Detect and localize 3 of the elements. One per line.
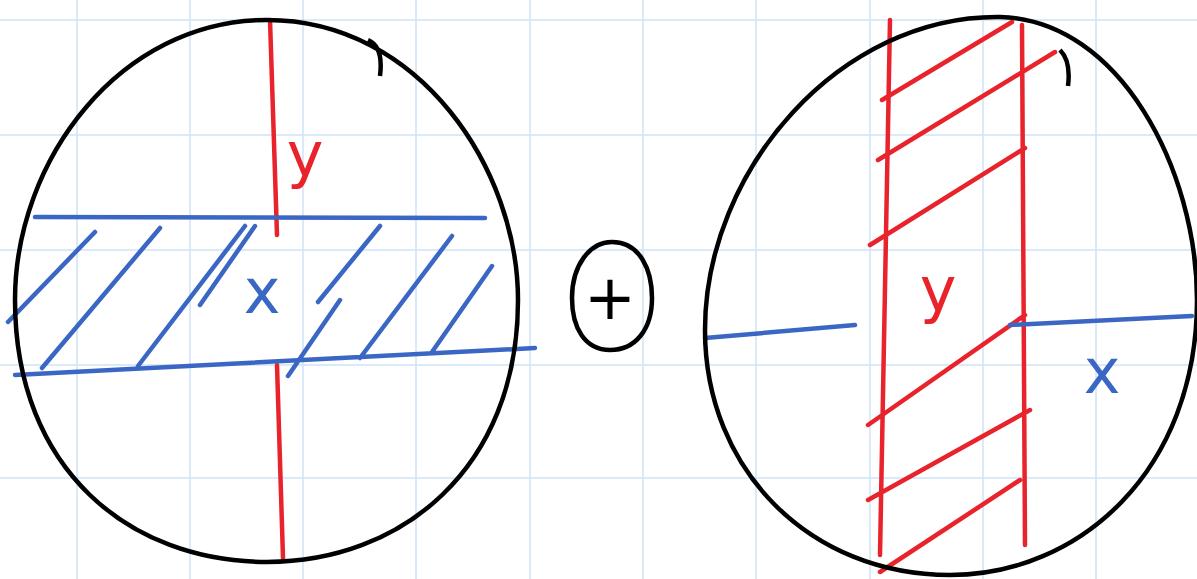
axis-label: x <box>243 261 281 323</box>
axis-label: x <box>1083 341 1121 403</box>
plus-sign: + <box>584 267 636 329</box>
